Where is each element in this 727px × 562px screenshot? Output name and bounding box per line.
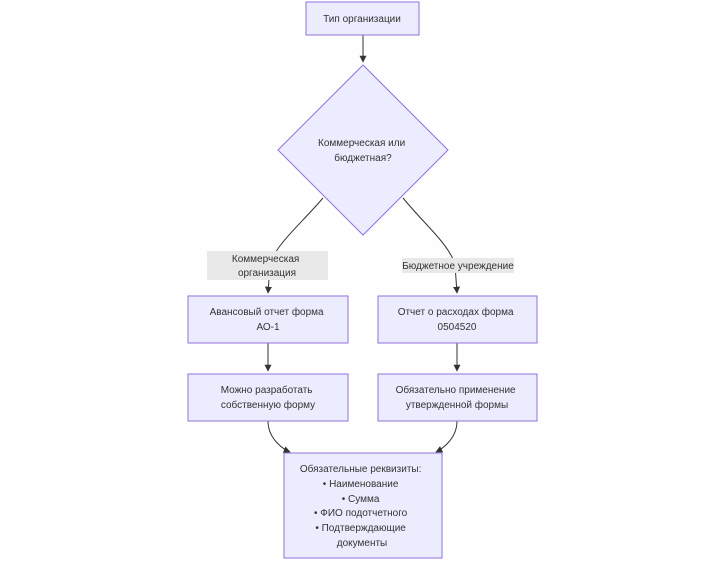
node-decision-line1: Коммерческая или (318, 138, 405, 149)
node-expense-report: Отчет о расходах форма 0504520 (377, 295, 538, 344)
node-advance-report-line1: Авансовый отчет форма (210, 306, 324, 318)
svg-text:Коммерческая организация: Коммерческая организация (232, 254, 302, 279)
svg-text:Коммерческая или бюджетн: Коммерческая или бюджетная? (318, 138, 408, 164)
node-custom-form: Можно разработать собственную форму (187, 373, 349, 422)
node-custom-form-line2: собственную форму (221, 399, 315, 411)
node-requisites-line3: • Сумма (342, 494, 380, 505)
edge-label-budget-bg (402, 258, 514, 273)
edge-custom-to-requisites (267, 420, 291, 453)
node-decision-line2: бюджетная? (334, 152, 392, 164)
node-custom-form-line1: Можно разработать (221, 384, 313, 396)
edge-label-commercial-bg (207, 251, 328, 280)
node-requisites-line2: • Наименование (323, 479, 399, 490)
edge-approved-to-requisites (435, 420, 458, 453)
edge-label-commercial-line1: Коммерческая (232, 254, 299, 265)
edge-decision-to-expense-report (402, 197, 461, 294)
node-approved-form: Обязательно применение утвержденной форм… (377, 373, 538, 422)
node-requisites-line1: Обязательные реквизиты: (300, 463, 422, 475)
node-requisites-line4: • ФИО подотчетного (314, 508, 408, 519)
svg-text:Обязательные реквизиты:: Обязательные реквизиты: • Наименование •… (300, 463, 424, 549)
edge-label-budget: Бюджетное учреждение (402, 258, 514, 273)
svg-text:Бюджетное учреждение: Бюджетное учреждение (402, 261, 514, 272)
svg-text:Обязательно применение у: Обязательно применение утвержденной форм… (396, 384, 519, 411)
node-approved-form-line2: утвержденной формы (406, 399, 508, 411)
svg-text:Можно разработать собств: Можно разработать собственную форму (221, 384, 316, 411)
node-requisites-line5: • Подтверждающие (315, 523, 406, 534)
node-requisites-line6: документы (337, 538, 388, 549)
node-org-type: Тип организации (305, 1, 420, 36)
node-advance-report-line2: АО-1 (256, 322, 280, 333)
node-expense-report-line1: Отчет о расходах форма (398, 306, 514, 318)
node-requisites: Обязательные реквизиты: • Наименование •… (283, 452, 443, 559)
node-advance-report: Авансовый отчет форма АО-1 (187, 295, 349, 344)
svg-text:Авансовый отчет форма АО: Авансовый отчет форма АО-1 (210, 306, 327, 333)
edge-label-commercial-line2: организация (238, 268, 296, 279)
edge-label-budget-text: Бюджетное учреждение (402, 261, 514, 272)
node-expense-report-line2: 0504520 (438, 322, 477, 333)
node-approved-form-line1: Обязательно применение (396, 384, 516, 396)
svg-text:Отчет о расходах форма 0: Отчет о расходах форма 0504520 (398, 306, 517, 333)
node-decision: Коммерческая или бюджетная? (277, 64, 449, 236)
node-org-type-label: Тип организации (323, 14, 401, 25)
edge-label-commercial: Коммерческая организация (207, 251, 328, 280)
svg-text:Тип организации: Тип организации (323, 14, 401, 25)
